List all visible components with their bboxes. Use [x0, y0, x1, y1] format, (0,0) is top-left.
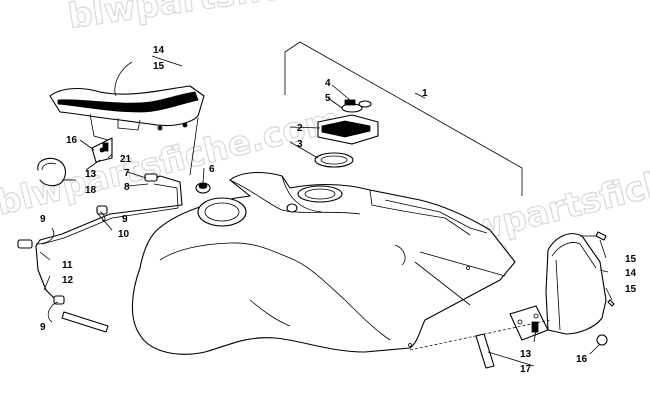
callout-2: 2: [297, 123, 303, 134]
callout-4: 4: [325, 78, 331, 89]
grommet: [195, 182, 211, 194]
hose-clamp: [37, 157, 67, 187]
callout-17: 17: [520, 364, 532, 375]
vent-hose: [17, 173, 183, 333]
callout-13-right: 13: [520, 349, 532, 360]
callout-18: 18: [85, 185, 97, 196]
callout-15-right-lower: 15: [625, 284, 637, 295]
callout-9-top: 9: [40, 214, 46, 225]
callout-21: 21: [120, 154, 132, 165]
trim-strip: [475, 333, 495, 369]
callout-8: 8: [124, 182, 130, 193]
callout-labels: 1 2 3 4 5 6 7 8 9 9 9 10 11 12 13 13 14 …: [40, 45, 637, 375]
gasket: [314, 152, 354, 168]
callout-13-left: 13: [85, 169, 97, 180]
callout-11: 11: [62, 260, 73, 271]
callout-14-right: 14: [625, 268, 637, 279]
callout-12: 12: [62, 275, 74, 286]
seat-bracket: [49, 85, 205, 176]
callout-9-mid: 9: [122, 214, 128, 225]
callout-15-top: 15: [153, 61, 165, 72]
callout-5: 5: [325, 93, 331, 104]
callout-9-bottom: 9: [40, 322, 46, 333]
fuel-cap: [317, 99, 379, 145]
fuel-tank: [131, 171, 516, 355]
watermark-text-top: blwpartsfiche.com: [66, 0, 421, 37]
callout-7: 7: [124, 168, 130, 179]
callout-6: 6: [209, 164, 215, 175]
callout-16-left: 16: [66, 135, 78, 146]
leader-lines: [35, 55, 613, 367]
callout-14-top: 14: [153, 45, 165, 56]
callout-16-right: 16: [576, 354, 588, 365]
latch-plate: [91, 137, 113, 163]
callout-1: 1: [422, 88, 428, 99]
callout-15-right-upper: 15: [625, 254, 637, 265]
callout-10: 10: [118, 229, 130, 240]
callout-3: 3: [297, 139, 303, 150]
assembly-bracket: [284, 41, 523, 196]
